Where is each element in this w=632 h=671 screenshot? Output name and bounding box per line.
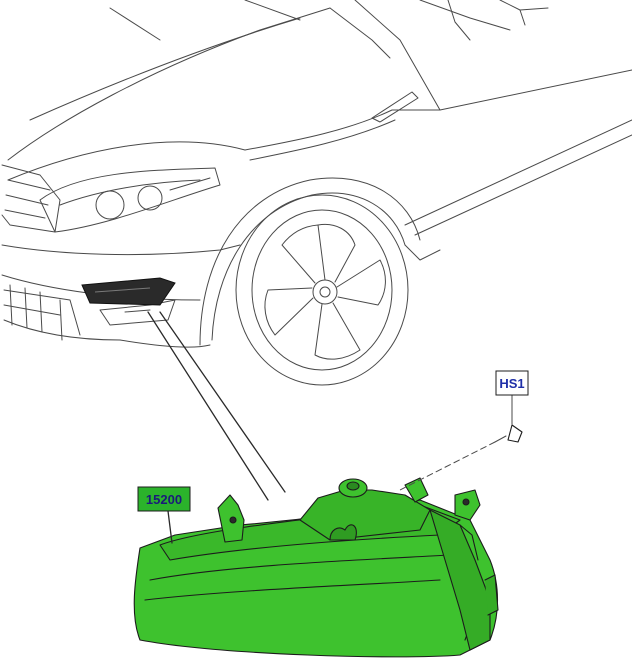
vehicle-illustration (1, 0, 632, 386)
screw-hs1[interactable] (399, 394, 523, 491)
callout-15200-label: 15200 (146, 492, 182, 507)
callout-hs1[interactable]: HS1 (495, 370, 529, 396)
fog-lamp-assembly[interactable] (133, 477, 499, 658)
leader-lines (147, 311, 286, 501)
callout-hs1-label: HS1 (499, 376, 524, 391)
callout-15200-leader (167, 510, 173, 544)
callout-15200[interactable]: 15200 (137, 486, 191, 512)
fog-lamp-location-marker (81, 277, 176, 306)
